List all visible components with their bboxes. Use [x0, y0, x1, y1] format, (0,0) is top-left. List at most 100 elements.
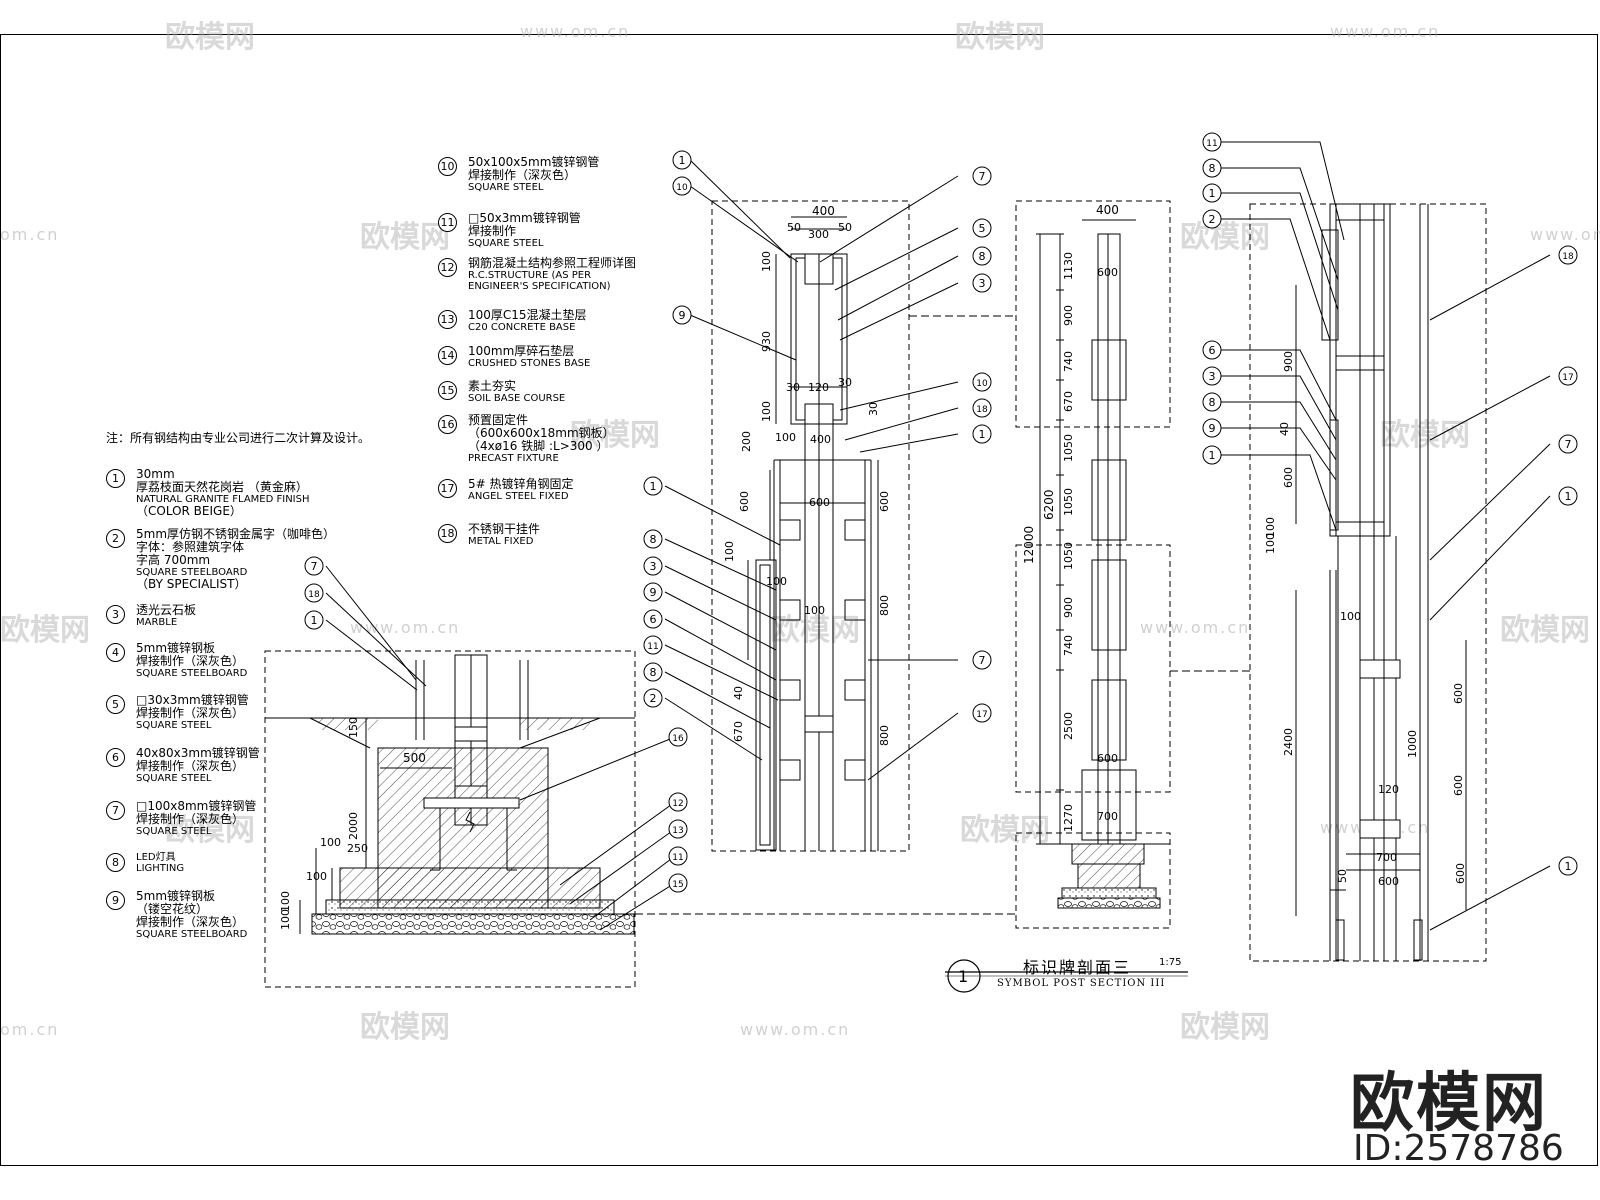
- section-title-zh: 标识牌剖面三: [1023, 958, 1132, 977]
- legend-line: 焊接制作（深灰色）: [136, 915, 245, 929]
- dim-elev: 900: [1062, 597, 1075, 618]
- watermark-logo: 欧模网: [1500, 613, 1590, 648]
- dim-foundation: 100: [320, 836, 341, 849]
- callout-number: 18: [1562, 252, 1574, 262]
- legend-line: （镂空花纹）: [136, 902, 209, 916]
- legend-line: 40x80x3mm镀锌钢管: [136, 746, 260, 760]
- callout-number: 1: [311, 614, 318, 627]
- brand-id: ID:2578786: [1353, 1128, 1564, 1169]
- legend-line: SQUARE STEEL: [468, 182, 544, 193]
- legend-number: 4: [106, 643, 125, 662]
- watermark-logo: 欧模网: [1380, 418, 1470, 453]
- callout-circle: [972, 166, 992, 186]
- dim-sec-b: 900: [1282, 351, 1295, 372]
- callout-number: 8: [1209, 396, 1216, 409]
- legend-number: 7: [106, 801, 125, 820]
- dim-sec-b: 600: [1452, 775, 1465, 796]
- callout-circle: [1202, 340, 1222, 360]
- callout-number: 16: [672, 734, 684, 744]
- legend-line: 焊接制作（深灰色）: [136, 654, 245, 668]
- legend-item: 预置固定件（600x600x18mm钢板）（4xø16 铁脚 :L>300 ）P…: [468, 414, 615, 465]
- callout-circle: [643, 609, 663, 629]
- callout-number: 7: [1565, 438, 1572, 451]
- watermark-site: www.om.cn: [1140, 618, 1251, 637]
- legend-number: 18: [438, 524, 457, 543]
- callout-circle: [972, 650, 992, 670]
- legend-number: 17: [438, 479, 457, 498]
- callout-circle: [643, 688, 663, 708]
- dim-elev: 700: [1097, 810, 1118, 823]
- callout-circle: [1202, 392, 1222, 412]
- callout-circle: [1558, 245, 1578, 265]
- dim-sec-a: 100: [760, 401, 773, 422]
- legend-line: LED灯具: [136, 852, 176, 863]
- watermark-logo: 欧模网: [1180, 1010, 1270, 1045]
- callout-number: 1: [1565, 490, 1572, 503]
- dim-sec-a: 400: [812, 204, 835, 218]
- dim-foundation: 2000: [347, 812, 360, 840]
- legend-number: 8: [106, 853, 125, 872]
- watermark-site: www.om.cn: [350, 618, 461, 637]
- dim-sec-a: 100: [766, 575, 787, 588]
- drawing-frame: [0, 34, 1598, 1166]
- callout-circle: [972, 218, 992, 238]
- dim-sec-a: 100: [723, 541, 736, 562]
- callout-circle: [972, 372, 992, 392]
- section-title-en: SYMBOL POST SECTION III: [997, 978, 1166, 989]
- callout-number: 17: [1562, 373, 1573, 383]
- dim-sec-a: 100: [804, 604, 825, 617]
- watermark-logo: 欧模网: [570, 418, 660, 453]
- dim-sec-a: 600: [738, 491, 751, 512]
- callout-number: 2: [1209, 213, 1216, 226]
- dim-sec-a: 30: [867, 402, 880, 416]
- legend-number: 2: [106, 529, 125, 548]
- legend-number: 1: [106, 469, 125, 488]
- dim-sec-b: 600: [1454, 863, 1467, 884]
- callout-number: 15: [672, 880, 683, 890]
- dim-sec-a: 120: [808, 381, 829, 394]
- callout-number: 11: [1206, 139, 1217, 149]
- dim-sec-a: 200: [740, 431, 753, 452]
- dim-sec-b: 40: [1278, 422, 1291, 436]
- brand-logo: 欧模网: [1350, 1067, 1548, 1141]
- dim-elev: 900: [1062, 305, 1075, 326]
- watermark-logo: 欧模网: [960, 813, 1050, 848]
- watermark-logo: 欧模网: [165, 20, 255, 55]
- dim-sec-a: 400: [810, 433, 831, 446]
- dim-elev: 1130: [1062, 252, 1075, 280]
- legend-item: □100x8mm镀锌钢管焊接制作（深灰色）SQUARE STEEL: [136, 800, 256, 838]
- callout-circle: [1202, 445, 1222, 465]
- legend-line: □30x3mm镀锌钢管: [136, 693, 249, 707]
- legend-number: 16: [438, 415, 457, 434]
- callout-circle: [1558, 856, 1578, 876]
- legend-line: （COLOR BEIGE）: [136, 504, 242, 518]
- callout-number: 8: [650, 533, 657, 546]
- legend-line: （600x600x18mm钢板）: [468, 426, 615, 440]
- callout-circle: [672, 150, 692, 170]
- dim-sec-a: 100: [760, 251, 773, 272]
- dim-sec-a: 670: [732, 721, 745, 742]
- legend-number: 6: [106, 748, 125, 767]
- legend-number: 9: [106, 891, 125, 910]
- watermark-logo: 欧模网: [360, 220, 450, 255]
- callout-number: 1: [1209, 187, 1216, 200]
- legend-number: 13: [438, 310, 457, 329]
- dim-foundation: 250: [347, 842, 368, 855]
- callout-circle: [1202, 183, 1222, 203]
- section-a: [664, 159, 959, 852]
- legend-line: SQUARE STEEL: [468, 238, 544, 249]
- callout-number: 17: [976, 710, 987, 720]
- legend-number: 5: [106, 695, 125, 714]
- callout-number: 3: [1209, 370, 1216, 383]
- callout-circle: [672, 176, 692, 196]
- callout-number: 1: [679, 154, 686, 167]
- callout-number: 3: [979, 277, 986, 290]
- dim-elev: 600: [1097, 752, 1118, 765]
- callout-circle: [643, 529, 663, 549]
- dim-sec-b: 120: [1378, 783, 1399, 796]
- callout-circle: [643, 556, 663, 576]
